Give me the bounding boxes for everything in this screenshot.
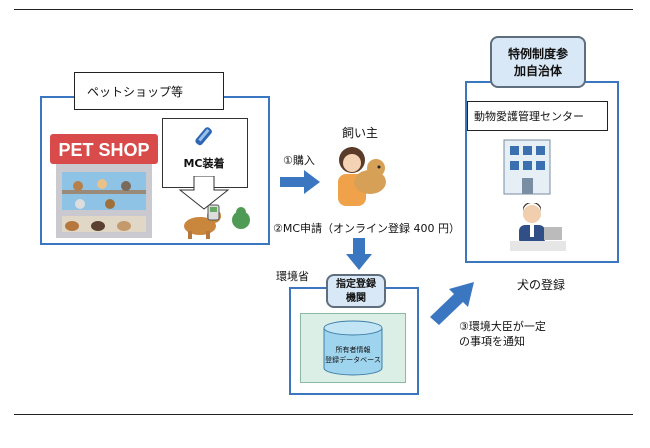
step3-label: ③環境大臣が一定 の事項を通知 xyxy=(459,319,546,349)
owner-with-dog-icon xyxy=(338,147,386,206)
pet-shop-building-icon: PET SHOP xyxy=(50,134,158,238)
ministry-label: 環境省 xyxy=(276,270,309,283)
syringe-icon xyxy=(195,127,212,146)
database-label-line1: 所有者情報 xyxy=(335,346,371,354)
municipality-tag-line1: 特例制度参 xyxy=(507,47,568,61)
step2-label: ②MC申請（オンライン登録 400 円） xyxy=(273,222,461,235)
animal-center-text: 動物愛護管理センター xyxy=(474,110,584,123)
dog-registration-label: 犬の登録 xyxy=(517,278,566,292)
pet-shop-sign-text: PET SHOP xyxy=(58,140,149,160)
database-label: 所有者情報 登録データベース xyxy=(322,345,384,365)
registry-title-line2: 機関 xyxy=(346,293,366,304)
office-building-icon xyxy=(503,139,551,195)
pet-shop-label: ペットショップ等 xyxy=(74,72,224,110)
step3-line1: ③環境大臣が一定 xyxy=(459,320,546,333)
green-creature-icon xyxy=(232,207,250,229)
municipality-tag: 特例制度参 加自治体 xyxy=(490,36,586,88)
pet-shop-label-text: ペットショップ等 xyxy=(87,84,184,99)
registry-title-tag: 指定登録 機関 xyxy=(326,274,386,308)
scanner-icon xyxy=(207,204,220,221)
application-arrow-icon xyxy=(346,238,372,270)
owner-label: 飼い主 xyxy=(342,126,379,140)
database-label-line2: 登録データベース xyxy=(325,356,381,364)
step3-line2: の事項を通知 xyxy=(459,335,525,348)
database-cylinder-icon xyxy=(323,320,383,376)
municipality-tag-line2: 加自治体 xyxy=(513,64,562,78)
mc-label: MC装着 xyxy=(183,157,225,170)
mc-down-arrow-icon xyxy=(178,176,230,210)
registry-title-line1: 指定登録 xyxy=(336,279,376,290)
outer-frame xyxy=(14,9,633,415)
notification-arrow-icon xyxy=(430,282,474,325)
animal-center-label: 動物愛護管理センター xyxy=(467,101,608,131)
step1-label: ①購入 xyxy=(283,154,315,167)
purchase-arrow-icon xyxy=(280,170,320,194)
staff-at-desk-icon xyxy=(510,203,566,251)
